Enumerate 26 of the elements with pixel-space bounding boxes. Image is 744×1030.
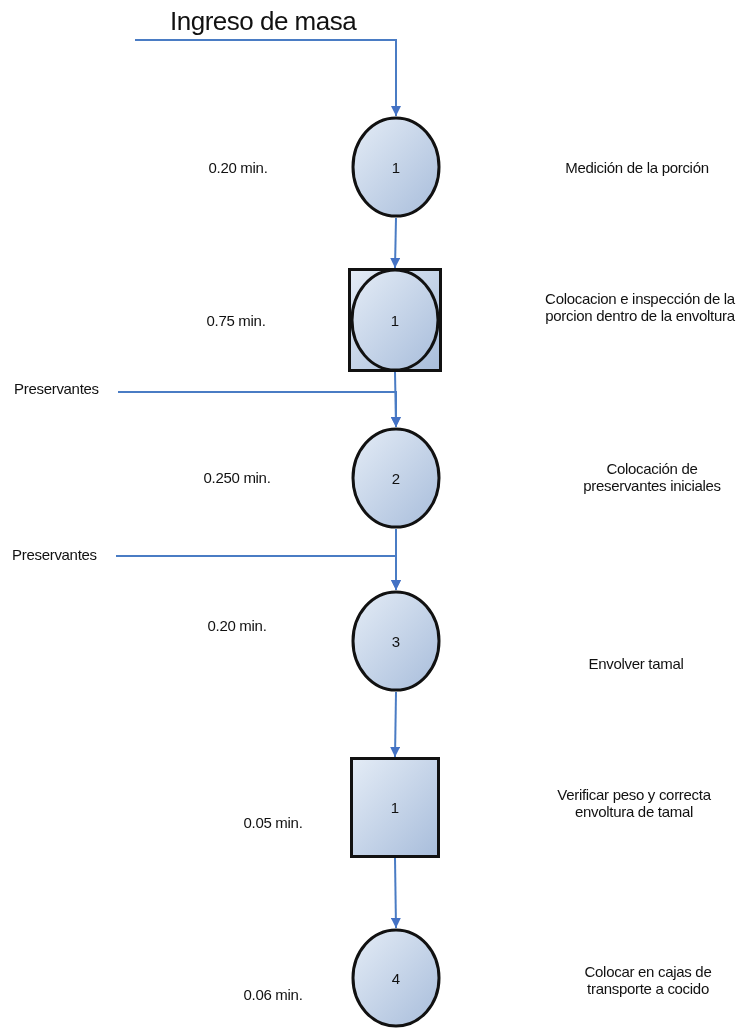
step-number: 2 xyxy=(391,469,401,487)
flow-arrow xyxy=(390,217,401,269)
flow-arrow xyxy=(117,391,401,428)
step-number: 1 xyxy=(391,158,401,176)
step-description: Envolver tamal xyxy=(587,654,685,672)
time-label: 0.06 min. xyxy=(243,985,303,1003)
step-number: 4 xyxy=(391,969,401,987)
step-description: Colocación de preservantes iniciales xyxy=(582,460,722,494)
time-label: 0.20 min. xyxy=(207,616,267,634)
step-description: Medición de la porción xyxy=(564,158,710,176)
flow-arrow xyxy=(134,39,401,117)
flow-arrow xyxy=(115,555,401,591)
time-label: 0.75 min. xyxy=(206,311,266,329)
step-description: Colocar en cajas de transporte a cocido xyxy=(583,963,713,997)
step-description: Verificar peso y correcta envoltura de tamal xyxy=(556,786,712,820)
time-label: 0.05 min. xyxy=(243,813,303,831)
time-label: 0.250 min. xyxy=(203,468,271,486)
step-description: Colocacion e inspección de la porcion dentro de la envoltura xyxy=(545,290,735,324)
flow-arrow xyxy=(390,857,401,929)
flow-arrow xyxy=(390,691,401,758)
source-label: Preservantes xyxy=(12,544,116,564)
step-number: 3 xyxy=(391,632,401,650)
time-label: 0.20 min. xyxy=(208,158,268,176)
source-label: Preservantes xyxy=(14,378,118,398)
step-number: 1 xyxy=(390,311,400,329)
step-number: 1 xyxy=(390,799,400,816)
